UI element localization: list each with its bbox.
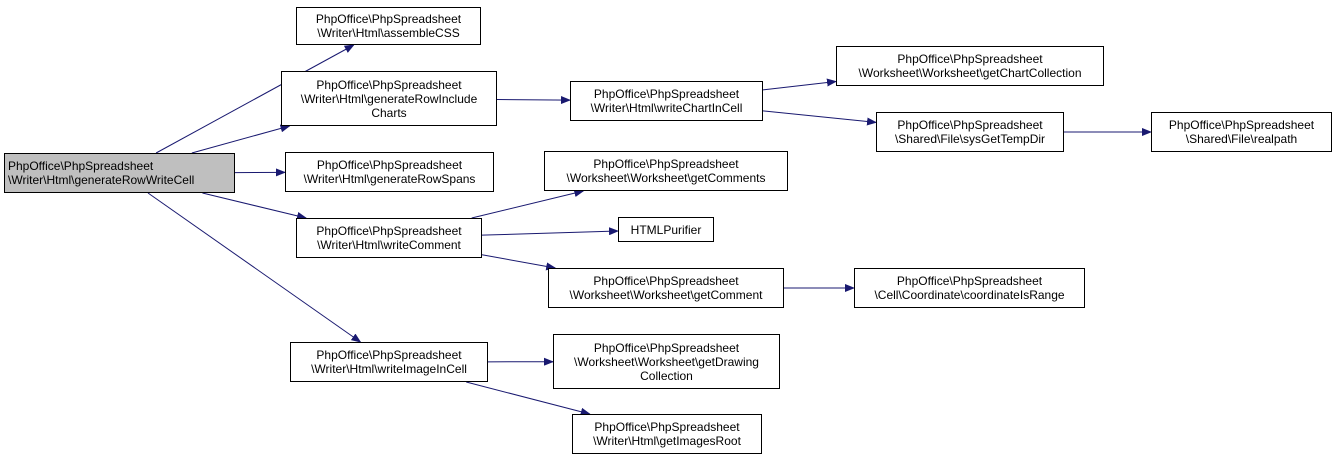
node-get-drawing-collection[interactable]: PhpOffice\PhpSpreadsheet\Worksheet\Works…	[553, 334, 780, 389]
node-label-line: PhpOffice\PhpSpreadsheet	[897, 118, 1043, 132]
node-label-line: \Writer\Html\writeChartInCell	[590, 101, 743, 115]
node-label-line: PhpOffice\PhpSpreadsheet	[593, 340, 740, 355]
node-label-line: \Cell\Coordinate\coordinateIsRange	[874, 288, 1065, 302]
node-label-line: \Writer\Html\generateRowInclude	[300, 91, 478, 106]
node-label-line: PhpOffice\PhpSpreadsheet	[593, 87, 740, 101]
node-label-line: PhpOffice\PhpSpreadsheet	[896, 274, 1043, 288]
node-write-image-in-cell[interactable]: PhpOffice\PhpSpreadsheet\Writer\Html\wri…	[290, 342, 488, 382]
edge-writeImageInCell-to-getImagesRoot	[466, 381, 591, 416]
edge-writeChartInCell-to-getChartCollection	[762, 78, 837, 91]
node-get-comment[interactable]: PhpOffice\PhpSpreadsheet\Worksheet\Works…	[548, 268, 784, 308]
node-label-line: \Writer\Html\writeImageInCell	[311, 362, 467, 376]
node-label-line: PhpOffice\PhpSpreadsheet	[316, 224, 462, 238]
node-generate-row-include-charts[interactable]: PhpOffice\PhpSpreadsheet\Writer\Html\gen…	[281, 71, 497, 126]
node-get-chart-collection[interactable]: PhpOffice\PhpSpreadsheet\Worksheet\Works…	[836, 46, 1104, 86]
edge-root-to-genRowIncCharts	[191, 124, 291, 154]
node-generate-row-write-cell[interactable]: PhpOffice\PhpSpreadsheet\Writer\Html\gen…	[4, 153, 235, 193]
edge-writeChartInCell-to-sysGetTempDir	[762, 110, 877, 126]
edge-writeComment-to-htmlPurifier	[481, 227, 619, 236]
node-label-line: \Writer\Html\generateRowSpans	[303, 172, 476, 186]
node-label-line: PhpOffice\PhpSpreadsheet	[594, 420, 740, 434]
node-label-line: PhpOffice\PhpSpreadsheet	[897, 52, 1043, 66]
node-realpath[interactable]: PhpOffice\PhpSpreadsheet\Shared\File\rea…	[1151, 112, 1332, 152]
edge-root-to-writeComment	[202, 192, 308, 220]
node-label-line: \Worksheet\Worksheet\getChartCollection	[858, 66, 1082, 80]
node-label-line: PhpOffice\PhpSpreadsheet	[593, 274, 739, 288]
edge-writeComment-to-getComment	[481, 254, 557, 271]
node-label-line: \Shared\File\realpath	[1185, 132, 1298, 146]
node-label-line: PhpOffice\PhpSpreadsheet	[316, 77, 462, 92]
node-assemble-css[interactable]: PhpOffice\PhpSpreadsheet\Writer\Html\ass…	[296, 7, 481, 45]
node-sys-get-temp-dir[interactable]: PhpOffice\PhpSpreadsheet\Shared\File\sys…	[876, 112, 1064, 152]
node-label-line: Charts	[371, 105, 407, 120]
node-label-line: \Writer\Html\writeComment	[317, 238, 461, 252]
node-label-line: PhpOffice\PhpSpreadsheet	[1168, 118, 1315, 132]
node-label-line: \Writer\Html\getImagesRoot	[593, 434, 741, 448]
node-label-line: PhpOffice\PhpSpreadsheet	[316, 158, 463, 172]
node-label-line: PhpOffice\PhpSpreadsheet	[593, 157, 739, 171]
node-label-line: \Worksheet\Worksheet\getDrawing	[574, 354, 759, 369]
node-get-comments[interactable]: PhpOffice\PhpSpreadsheet\Worksheet\Works…	[544, 151, 788, 191]
node-write-comment[interactable]: PhpOffice\PhpSpreadsheet\Writer\Html\wri…	[296, 218, 482, 258]
node-get-images-root[interactable]: PhpOffice\PhpSpreadsheet\Writer\Html\get…	[572, 414, 762, 454]
node-generate-row-spans[interactable]: PhpOffice\PhpSpreadsheet\Writer\Html\gen…	[285, 152, 494, 192]
node-label-line: \Worksheet\Worksheet\getComment	[569, 288, 763, 302]
node-label-line: \Writer\Html\assembleCSS	[317, 26, 460, 40]
node-label-line: PhpOffice\PhpSpreadsheet	[315, 12, 462, 26]
node-write-chart-in-cell[interactable]: PhpOffice\PhpSpreadsheet\Writer\Html\wri…	[570, 81, 763, 121]
node-label-line: PhpOffice\PhpSpreadsheet	[316, 348, 462, 362]
node-html-purifier[interactable]: HTMLPurifier	[618, 217, 714, 242]
node-coordinate-is-range[interactable]: PhpOffice\PhpSpreadsheet\Cell\Coordinate…	[854, 268, 1085, 308]
node-label-line: \Worksheet\Worksheet\getComments	[566, 171, 766, 185]
node-label-line: \Writer\Html\generateRowWriteCell	[8, 173, 195, 187]
node-label-line: \Shared\File\sysGetTempDir	[894, 132, 1046, 146]
node-label-line: Collection	[640, 368, 693, 383]
node-label-line: HTMLPurifier	[630, 222, 702, 237]
node-label-line: PhpOffice\PhpSpreadsheet	[8, 159, 154, 173]
edge-genRowIncCharts-to-writeChartInCell	[496, 96, 571, 105]
edge-writeComment-to-getComments	[471, 189, 585, 219]
edge-root-to-assembleCSS	[155, 44, 355, 154]
edge-root-to-writeImageInCell	[147, 192, 362, 343]
